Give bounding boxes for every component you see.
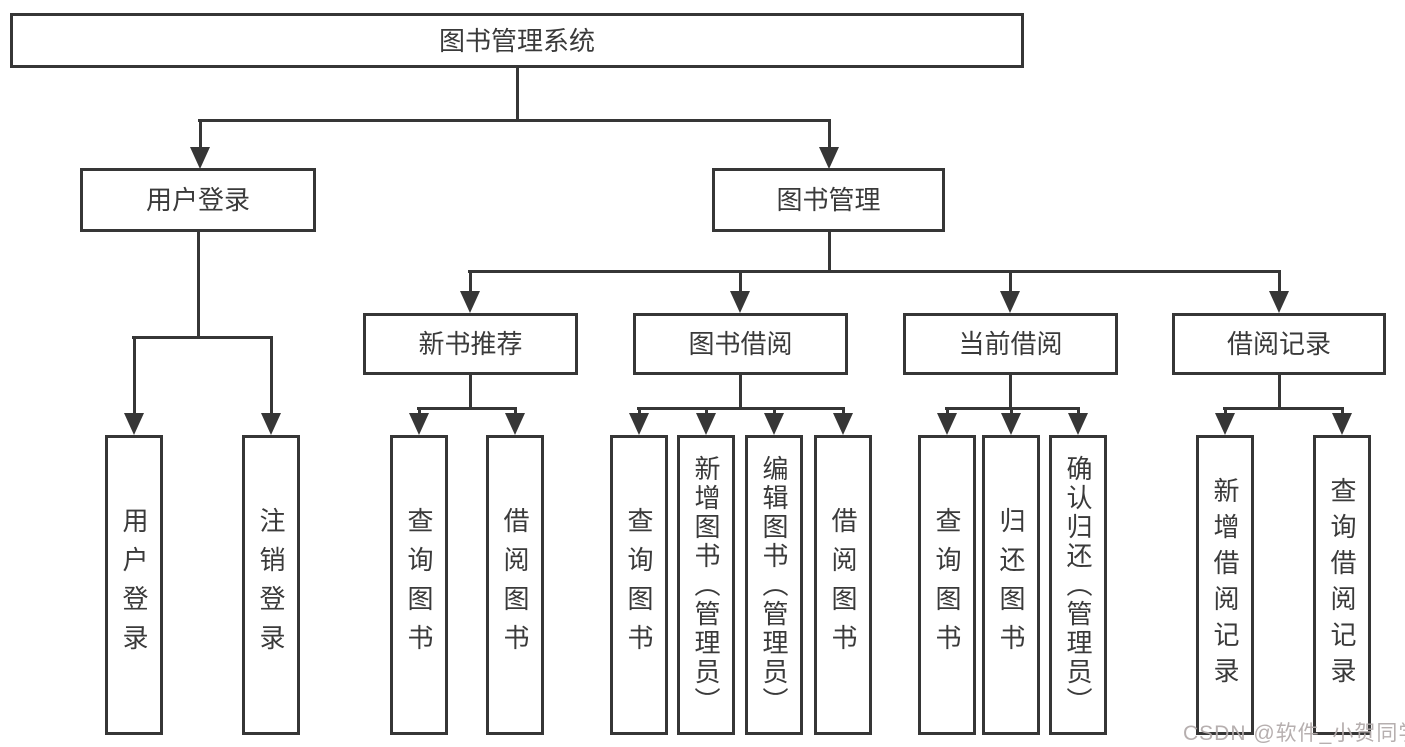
arrowhead-icon xyxy=(696,413,716,435)
node-label: 用户登录 xyxy=(145,185,250,215)
connector-line xyxy=(516,68,519,119)
connector-line xyxy=(704,407,708,417)
connector-line xyxy=(1223,407,1344,410)
connector-line xyxy=(827,232,831,270)
arrowhead-icon xyxy=(833,413,853,435)
arrowhead-icon xyxy=(409,413,429,435)
connector-line xyxy=(1277,375,1281,407)
node-user-login: 用户登录 xyxy=(80,168,316,232)
leaf-borrow-books: 借阅图书 xyxy=(814,435,872,735)
node-current-borrow: 当前借阅 xyxy=(903,313,1118,375)
leaf-label: 查询图书 xyxy=(932,507,962,663)
arrowhead-icon xyxy=(819,147,839,169)
connector-line xyxy=(772,407,776,417)
arrowhead-icon xyxy=(1215,413,1235,435)
connector-line xyxy=(269,336,273,413)
connector-line xyxy=(1008,270,1012,291)
connector-line xyxy=(1008,375,1012,407)
node-label: 当前借阅 xyxy=(958,329,1063,359)
node-library-system: 图书管理系统 xyxy=(10,13,1024,68)
node-label: 图书借阅 xyxy=(688,329,793,359)
leaf-label: 注销登录 xyxy=(256,507,286,663)
leaf-label: 借阅图书 xyxy=(828,507,858,663)
leaf-query-books: 查询图书 xyxy=(390,435,448,735)
arrowhead-icon xyxy=(1001,413,1021,435)
leaf-confirm-return-admin: 确认归还（管理员） xyxy=(1049,435,1107,735)
leaf-label: 查询图书 xyxy=(404,507,434,663)
leaf-query-books: 查询图书 xyxy=(610,435,668,735)
arrowhead-icon xyxy=(460,291,480,313)
leaf-logout: 注销登录 xyxy=(242,435,300,735)
connector-line xyxy=(1223,407,1227,417)
connector-line xyxy=(1340,407,1344,417)
node-label: 图书管理系统 xyxy=(438,25,595,56)
leaf-label: 编辑图书（管理员） xyxy=(759,454,789,716)
connector-line xyxy=(841,407,845,417)
node-book-borrowing: 图书借阅 xyxy=(633,313,848,375)
connector-line xyxy=(945,407,1080,410)
connector-line xyxy=(1277,270,1281,291)
node-label: 借阅记录 xyxy=(1226,329,1331,359)
leaf-label: 确认归还（管理员） xyxy=(1063,454,1093,716)
arrowhead-icon xyxy=(937,413,957,435)
arrowhead-icon xyxy=(124,413,144,435)
connector-line xyxy=(468,270,472,291)
arrowhead-icon xyxy=(261,413,281,435)
arrowhead-icon xyxy=(1000,291,1020,313)
leaf-edit-books-admin: 编辑图书（管理员） xyxy=(745,435,803,735)
node-borrow-records: 借阅记录 xyxy=(1172,313,1386,375)
leaf-query-borrow-record: 查询借阅记录 xyxy=(1313,435,1371,735)
leaf-label: 查询图书 xyxy=(624,507,654,663)
connector-line xyxy=(417,407,517,410)
arrowhead-icon xyxy=(1068,413,1088,435)
connector-line xyxy=(468,270,1281,273)
leaf-add-borrow-record: 新增借阅记录 xyxy=(1196,435,1254,735)
arrowhead-icon xyxy=(505,413,525,435)
connector-line xyxy=(637,407,845,410)
leaf-label: 用户登录 xyxy=(119,507,149,663)
connector-line xyxy=(1076,407,1080,417)
connector-line xyxy=(198,119,202,147)
connector-line xyxy=(1009,407,1013,417)
node-label: 新书推荐 xyxy=(418,329,523,359)
csdn-watermark: CSDN @软件_小贺同学 xyxy=(1183,722,1405,745)
arrowhead-icon xyxy=(1269,291,1289,313)
leaf-add-books-admin: 新增图书（管理员） xyxy=(677,435,735,735)
leaf-label: 借阅图书 xyxy=(500,507,530,663)
leaf-return-books: 归还图书 xyxy=(982,435,1040,735)
connector-line xyxy=(132,336,273,339)
node-book-management: 图书管理 xyxy=(712,168,945,232)
connector-line xyxy=(468,375,472,407)
connector-line xyxy=(198,119,831,122)
connector-line xyxy=(196,232,200,336)
arrowhead-icon xyxy=(1332,413,1352,435)
leaf-borrow-books: 借阅图书 xyxy=(486,435,544,735)
node-new-book-recommend: 新书推荐 xyxy=(363,313,578,375)
connector-line xyxy=(637,407,641,417)
connector-line xyxy=(417,407,421,417)
leaf-label: 查询借阅记录 xyxy=(1327,477,1357,693)
arrowhead-icon xyxy=(764,413,784,435)
connector-line xyxy=(513,407,517,417)
connector-line xyxy=(738,270,742,291)
arrowhead-icon xyxy=(190,147,210,169)
connector-line xyxy=(945,407,949,417)
connector-line xyxy=(132,336,136,413)
arrowhead-icon xyxy=(730,291,750,313)
leaf-label: 新增借阅记录 xyxy=(1210,477,1240,693)
connector-line xyxy=(738,375,742,407)
connector-line xyxy=(827,119,831,147)
node-label: 图书管理 xyxy=(776,185,881,215)
leaf-label: 新增图书（管理员） xyxy=(691,454,721,716)
leaf-query-books: 查询图书 xyxy=(918,435,976,735)
leaf-user-login: 用户登录 xyxy=(105,435,163,735)
arrowhead-icon xyxy=(629,413,649,435)
leaf-label: 归还图书 xyxy=(996,507,1026,663)
